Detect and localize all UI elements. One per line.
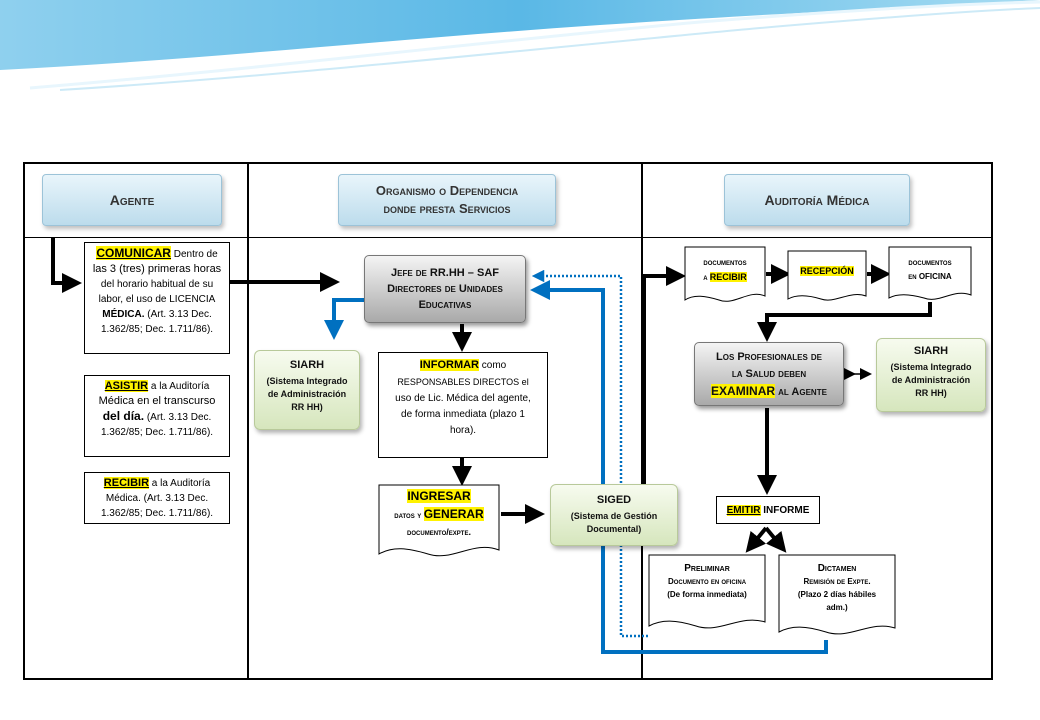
siged-line1: (Sistema de Gestión: [570, 511, 658, 521]
recepcion-label: RECEPCIÓN: [800, 266, 854, 276]
preliminar-title: Preliminar: [684, 563, 730, 574]
recibir-text2: Médica. (Art. 3.13 Dec.: [105, 493, 209, 504]
siarh-aud-title: SIARH: [913, 345, 949, 357]
doc-recibir-line1: documentos: [703, 258, 747, 267]
siarh-aud-line2: de Administración: [891, 375, 971, 385]
siged-box: SIGED (Sistema de Gestión Documental): [550, 484, 678, 546]
profesionales-line2: la Salud deben: [731, 368, 807, 380]
column-divider-2: [641, 162, 643, 680]
asistir-text4: (Art. 3.13 Dec.: [144, 412, 212, 423]
comunicar-box: COMUNICAR Dentro de las 3 (tres) primera…: [84, 242, 230, 354]
informar-text2: RESPONSABLES DIRECTOS el: [397, 377, 529, 387]
dictamen-line1: Remisión de Expte.: [803, 577, 871, 586]
header-auditoria-label: Auditoría Médica: [764, 192, 870, 208]
informar-text1: como: [479, 360, 507, 371]
ingresar-text1: datos y: [394, 510, 424, 520]
document-shape-icon: [787, 250, 867, 301]
document-shape-icon: [648, 554, 766, 629]
siarh-org-title: SIARH: [289, 359, 325, 371]
header-organismo-line2: donde presta Servicios: [383, 201, 511, 216]
preliminar-line1: Documento en oficina: [667, 577, 747, 586]
emitir-keyword: EMITIR: [726, 505, 761, 516]
comunicar-text4: labor, el uso de LICENCIA: [98, 294, 216, 305]
siarh-org-line2: de Administración: [267, 389, 347, 399]
recibir-text3: 1.362/85; Dec. 1.711/86).: [100, 508, 214, 519]
header-agente-label: Agente: [109, 192, 155, 208]
doc-oficina-line2: en OFICINA: [908, 272, 952, 281]
document-shape-icon: [888, 246, 972, 300]
informar-keyword: INFORMAR: [419, 359, 480, 371]
column-divider-1: [247, 162, 249, 680]
siged-title: SIGED: [596, 494, 632, 506]
doc-recibir-pre: a: [703, 273, 710, 282]
asistir-keyword: ASISTIR: [104, 380, 149, 392]
document-shape-icon: [778, 554, 896, 635]
recibir-text1: a la Auditoría: [149, 478, 211, 489]
preliminar-shape: Preliminar Documento en oficina (De form…: [648, 554, 766, 634]
doc-oficina-line1: documentos: [908, 258, 952, 267]
profesionales-box: Los Profesionales de la Salud deben EXAM…: [694, 342, 844, 406]
comunicar-text5: MÉDICA.: [102, 309, 145, 320]
asistir-text5: 1.362/85; Dec. 1.711/86).: [100, 427, 214, 438]
generar-keyword: GENERAR: [423, 507, 484, 521]
dictamen-title: Dictamen: [817, 563, 857, 574]
ingresar-text2: documento/expte.: [407, 527, 471, 537]
emitir-informe-box: EMITIR INFORME: [716, 496, 820, 524]
dictamen-line2: (Plazo 2 días hábiles: [797, 590, 877, 599]
asistir-text2: Médica en el transcurso: [98, 395, 216, 407]
profesionales-line3: al Agente: [775, 386, 827, 398]
header-organismo: Organismo o Dependencia donde presta Ser…: [338, 174, 556, 226]
jefe-line3: Educativas: [418, 299, 472, 311]
jefe-line1: Jefe de RR.HH – SAF: [391, 267, 499, 279]
dictamen-line3: adm.): [826, 603, 848, 612]
recepcion-shape: RECEPCIÓN: [787, 250, 867, 304]
doc-oficina-shape: documentos en OFICINA: [888, 246, 972, 304]
siarh-organismo-box: SIARH (Sistema Integrado de Administraci…: [254, 350, 360, 430]
header-auditoria: Auditoría Médica: [724, 174, 910, 226]
recibir-keyword: RECIBIR: [103, 477, 150, 489]
header-organismo-line1: Organismo o Dependencia: [375, 183, 519, 198]
ingresar-keyword: INGRESAR: [407, 489, 471, 503]
informar-text5: hora).: [449, 425, 477, 436]
asistir-box: ASISTIR a la Auditoría Médica en el tran…: [84, 375, 230, 457]
doc-recibir-keyword: RECIBIR: [709, 272, 747, 282]
comunicar-text1: Dentro de: [170, 249, 218, 260]
emitir-text: INFORME: [760, 505, 810, 516]
informar-box: INFORMAR como RESPONSABLES DIRECTOS el u…: [378, 352, 548, 458]
recibir-box: RECIBIR a la Auditoría Médica. (Art. 3.1…: [84, 472, 230, 524]
jefe-rrhh-box: Jefe de RR.HH – SAF Directores de Unidad…: [364, 255, 526, 323]
asistir-text3: del día.: [102, 409, 145, 423]
header-agente: Agente: [42, 174, 222, 226]
jefe-line2: Directores de Unidades: [387, 283, 503, 295]
informar-text3: uso de Lic. Médica del agente,: [395, 393, 531, 404]
comunicar-text6: (Art. 3.13 Dec.: [144, 309, 212, 320]
siarh-aud-line3: RR HH): [915, 388, 947, 398]
comunicar-text3: del horario habitual de su: [100, 279, 214, 290]
header-divider: [23, 237, 993, 238]
siarh-aud-line1: (Sistema Integrado: [890, 362, 972, 372]
preliminar-line2: (De forma inmediata): [667, 590, 747, 599]
comunicar-text2: las 3 (tres) primeras horas: [92, 263, 222, 275]
dictamen-shape: Dictamen Remisión de Expte. (Plazo 2 día…: [778, 554, 896, 640]
comunicar-text7: 1.362/85; Dec. 1.711/86).: [100, 324, 214, 335]
siged-line2: Documental): [586, 524, 642, 534]
comunicar-keyword: COMUNICAR: [96, 246, 171, 260]
siarh-org-line1: (Sistema Integrado: [266, 376, 348, 386]
siarh-auditoria-box: SIARH (Sistema Integrado de Administraci…: [876, 338, 986, 412]
examinar-keyword: EXAMINAR: [711, 384, 776, 398]
diagram-frame: [23, 162, 993, 680]
decorative-wave-banner: [0, 0, 1040, 92]
profesionales-line1: Los Profesionales de: [716, 351, 822, 363]
doc-recibir-shape: documentos a RECIBIR: [684, 246, 766, 306]
ingresar-document-shape: INGRESAR datos y GENERAR documento/expte…: [378, 484, 500, 564]
informar-text4: de forma inmediata (plazo 1: [401, 409, 525, 420]
asistir-text1: a la Auditoría: [148, 381, 210, 392]
siarh-org-line3: RR HH): [291, 402, 323, 412]
